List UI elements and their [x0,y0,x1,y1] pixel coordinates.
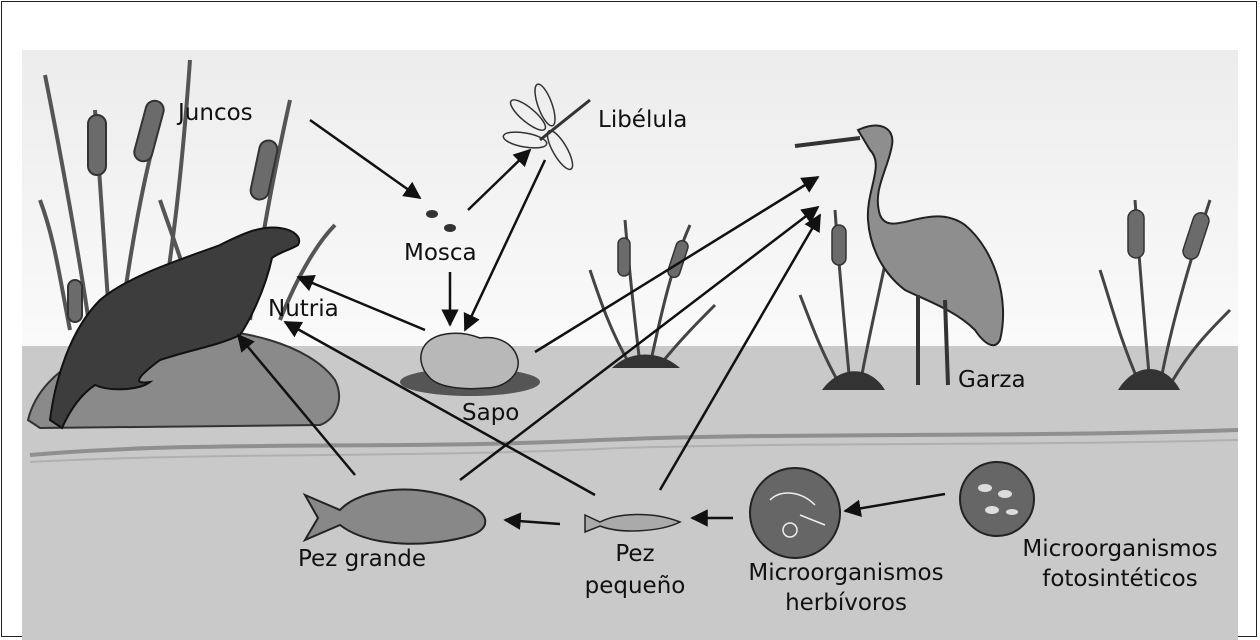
label-nutria: Nutria [268,296,339,322]
frog-icon [421,333,518,388]
label-pez-pequeno-line1: Pez [560,541,710,567]
label-pez-grande: Pez grande [298,546,426,572]
label-micro-foto-line2: fotosintéticos [986,566,1254,592]
label-micro-foto-line1: Microorganismos [986,536,1254,562]
label-garza: Garza [958,367,1026,393]
label-microorganismos-fotosinteticos: Microorganismos fotosintéticos [986,536,1254,592]
label-micro-herb-line1: Microorganismos [706,560,986,586]
label-libelula: Libélula [598,107,687,133]
label-juncos: Juncos [178,100,253,126]
label-pez-pequeno: Pez pequeño [560,541,710,599]
label-micro-herb-line2: herbívoros [706,590,986,616]
herbivorous-microorganisms-icon [750,468,840,558]
label-mosca: Mosca [404,240,477,266]
label-microorganismos-herbivoros: Microorganismos herbívoros [706,560,986,616]
label-sapo: Sapo [462,400,519,426]
label-pez-pequeno-line2: pequeño [560,573,710,599]
photosynthetic-microorganisms-icon [960,462,1034,536]
